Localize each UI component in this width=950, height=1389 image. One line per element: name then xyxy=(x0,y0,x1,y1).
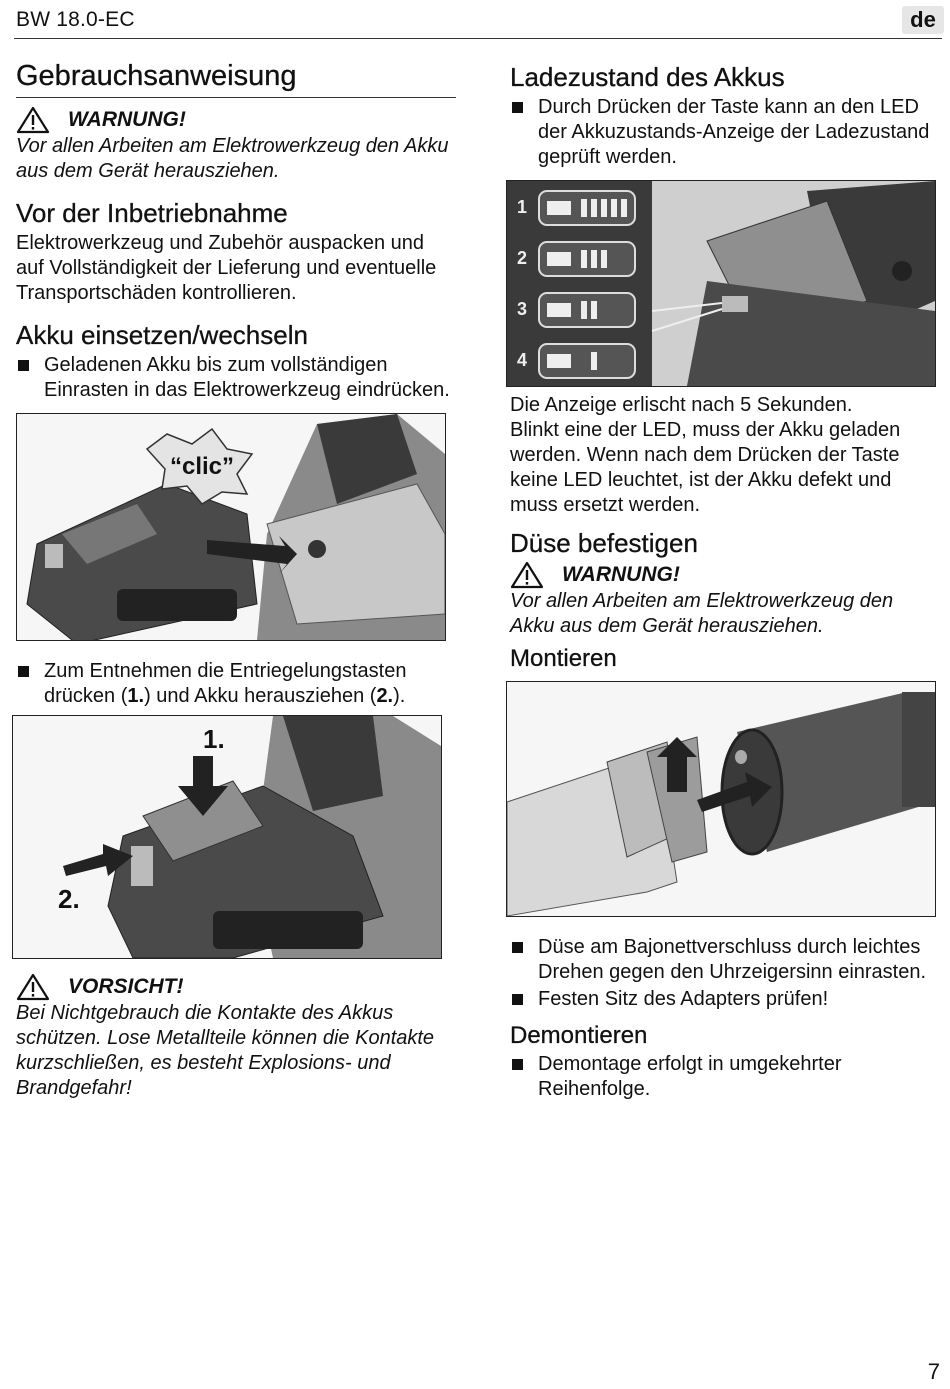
warning-triangle-icon xyxy=(510,561,544,589)
warning-label: WARNUNG! xyxy=(68,108,186,131)
nozzle-warning-text: Vor allen Arbeiten am Elektrowerkzeug de… xyxy=(510,590,894,637)
figure-charge-indicator: 1 2 3 4 xyxy=(506,180,936,387)
model-name: BW 18.0-EC xyxy=(16,8,135,31)
figure-remove-battery: 1. 2. xyxy=(12,715,442,959)
bullet-remove-battery: Zum Entnehmen die Entriegelungstasten dr… xyxy=(16,659,456,709)
bullet-insert-battery: Geladenen Akku bis zum vollständigen Ein… xyxy=(16,353,456,403)
warning-text: Vor allen Arbeiten am Elektrowerkzeug de… xyxy=(16,135,449,182)
section-title-preparation: Vor der Inbetriebnahme xyxy=(16,198,288,228)
charge-text-2: Blinkt eine der LED, muss der Akku gelad… xyxy=(510,419,901,516)
section-title-charge-state: Ladezustand des Akkus xyxy=(510,62,785,92)
caution-text: Bei Nichtgebrauch die Kontakte des Akkus… xyxy=(16,1002,435,1099)
step-2-label: 2. xyxy=(58,884,80,914)
right-column: Ladezustand des Akkus Durch Drücken der … xyxy=(506,60,942,1102)
page-number: 7 xyxy=(927,1359,940,1384)
figure-insert-battery: “clic” xyxy=(16,413,446,641)
section-title-nozzle: Düse befestigen xyxy=(510,528,698,558)
clic-label: “clic” xyxy=(170,453,234,480)
section-title-battery: Akku einsetzen/wechseln xyxy=(16,320,308,350)
subsection-title-dismount: Demontieren xyxy=(510,1022,648,1049)
charge-text-1: Die Anzeige erlischt nach 5 Sekunden. xyxy=(510,394,853,416)
level-1-label: 1 xyxy=(517,197,527,217)
language-badge: de xyxy=(902,6,944,34)
subsection-title-mount: Montieren xyxy=(510,645,617,672)
figure-nozzle-mount xyxy=(506,681,936,917)
left-column: Gebrauchsanweisung WARNUNG! Vor allen Ar… xyxy=(12,60,456,1101)
caution-heading: VORSICHT! xyxy=(16,973,456,1001)
level-4-label: 4 xyxy=(517,350,527,370)
bullet-attach-nozzle: Düse am Bajonettverschluss durch leichte… xyxy=(510,935,942,985)
level-2-label: 2 xyxy=(517,248,527,268)
section-text-preparation: Elektrowerkzeug und Zubehör auspacken un… xyxy=(16,232,437,304)
page-title: Gebrauchsanweisung xyxy=(16,60,456,98)
bullet-check-charge: Durch Drücken der Taste kann an den LED … xyxy=(510,95,942,170)
caution-triangle-icon xyxy=(16,973,50,1001)
nozzle-warning-label: WARNUNG! xyxy=(562,563,680,586)
level-3-label: 3 xyxy=(517,299,527,319)
bullet-check-adapter: Festen Sitz des Adapters prüfen! xyxy=(510,987,942,1012)
warning-triangle-icon xyxy=(16,106,50,134)
header-divider xyxy=(14,38,942,39)
caution-label: VORSICHT! xyxy=(68,975,184,998)
step-1-label: 1. xyxy=(203,724,225,754)
bullet-dismount: Demontage erfolgt in umgekehrter Reihenf… xyxy=(510,1052,942,1102)
nozzle-warning-heading: WARNUNG! xyxy=(510,561,942,589)
warning-heading: WARNUNG! xyxy=(16,106,456,134)
